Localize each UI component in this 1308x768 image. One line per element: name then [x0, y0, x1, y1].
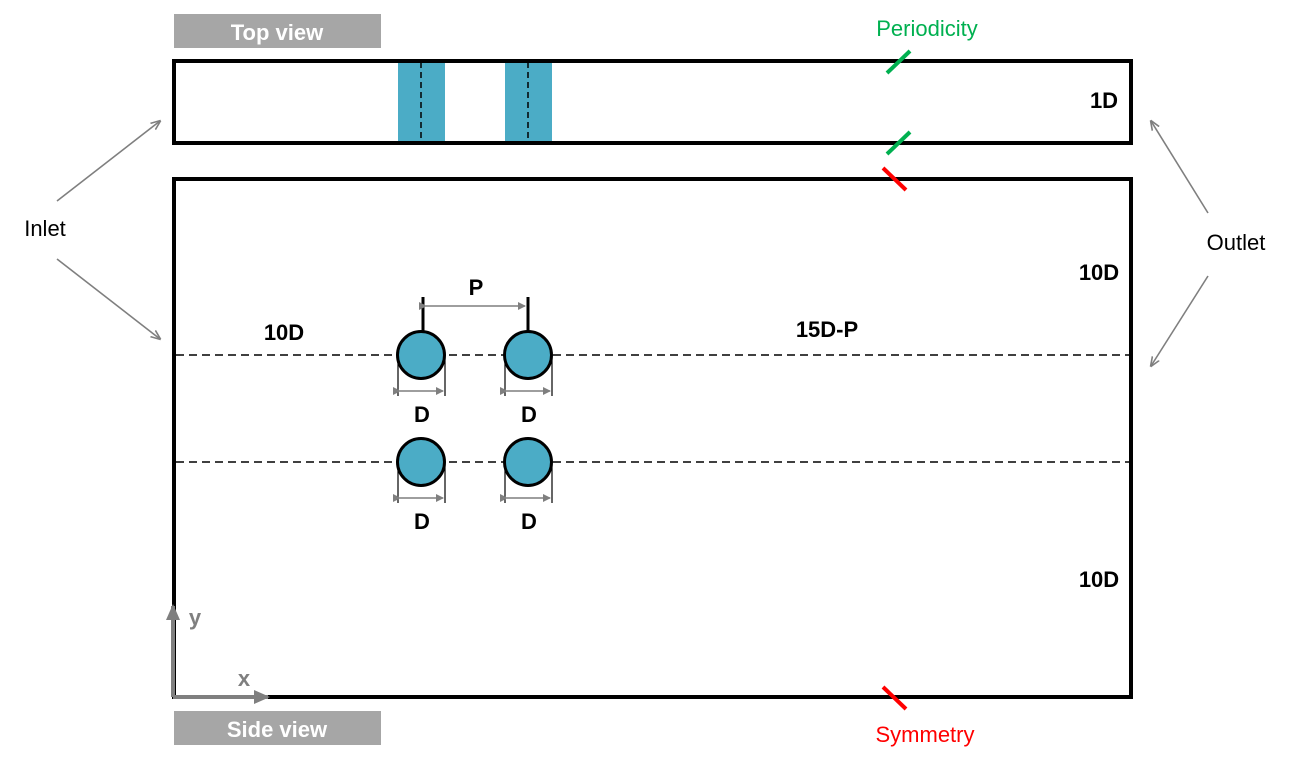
outlet-label: Outlet [1207, 230, 1266, 255]
diameter-dim-r2-c1 [393, 465, 446, 503]
inlet-label: Inlet [24, 216, 66, 241]
top-view-frame [172, 59, 1133, 145]
upper-height-label: 10D [1079, 260, 1119, 285]
depth-label: 1D [1090, 88, 1118, 113]
diameter-label: D [521, 402, 537, 427]
diameter-dim-r1-c2 [500, 358, 553, 396]
x-axis-label: x [238, 666, 251, 691]
side-view-label: Side view [227, 717, 328, 742]
symmetry-mark-bottom [881, 685, 908, 711]
lower-height-label: 10D [1079, 567, 1119, 592]
cylinder-r1-c2 [503, 330, 553, 380]
periodicity-label: Periodicity [876, 16, 977, 41]
diameter-dim-r2-c2 [500, 465, 553, 503]
top-view-banner: Top view [174, 14, 381, 48]
diameter-dim-r1-c1 [393, 358, 446, 396]
inlet-arrow-side [56, 258, 160, 339]
cylinder-r1-c1 [396, 330, 446, 380]
y-axis-label: y [189, 605, 202, 630]
periodicity-mark-bottom [885, 130, 912, 156]
cylinder-r2-c1 [396, 437, 446, 487]
side-view-frame [172, 177, 1133, 699]
side-view-banner: Side view [174, 711, 381, 745]
side-view-domain: P D D D D [166, 166, 1133, 711]
symmetry-mark-top [881, 166, 908, 192]
downstream-length-label: 15D-P [796, 317, 858, 342]
cylinder-r2-c2 [503, 437, 553, 487]
periodicity-mark-top [885, 49, 912, 75]
outlet-arrow-top [1151, 121, 1209, 214]
diameter-label: D [414, 509, 430, 534]
pitch-label: P [469, 275, 484, 300]
top-view-domain: 1D [172, 49, 1133, 156]
symmetry-label: Symmetry [876, 722, 975, 747]
inlet-arrow-top [56, 121, 160, 202]
top-view-label: Top view [231, 20, 324, 45]
upstream-length-label: 10D [264, 320, 304, 345]
diameter-label: D [414, 402, 430, 427]
outlet-arrow-side [1151, 275, 1209, 366]
diameter-label: D [521, 509, 537, 534]
